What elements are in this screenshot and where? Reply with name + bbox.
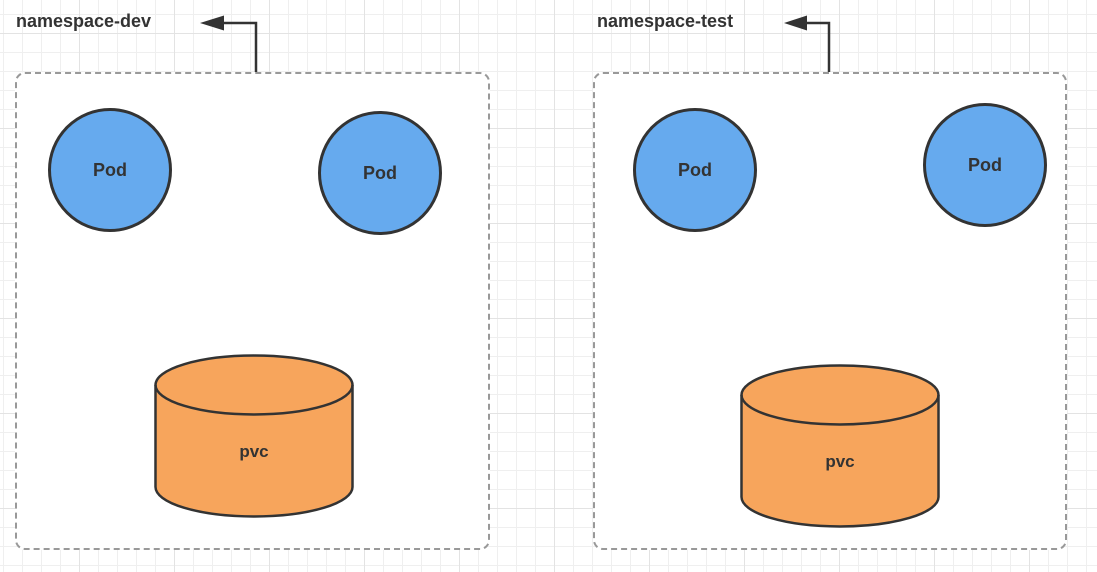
pod-label: Pod xyxy=(93,159,127,180)
cylinder-shape-icon xyxy=(740,364,940,528)
pvc-label: pvc xyxy=(239,442,269,462)
namespace-dev-arrow-connector xyxy=(200,15,258,74)
pod-node: Pod xyxy=(923,103,1047,227)
pvc-cylinder-node: pvc xyxy=(154,354,354,518)
arrow-line xyxy=(223,21,258,74)
namespace-test-arrow-connector xyxy=(784,15,831,74)
arrowhead-left-icon xyxy=(200,15,224,31)
arrowhead-left-icon xyxy=(784,15,807,31)
cylinder-shape-icon xyxy=(154,354,354,518)
pod-label: Pod xyxy=(968,154,1002,175)
pod-node: Pod xyxy=(633,108,757,232)
pvc-cylinder-node: pvc xyxy=(740,364,940,528)
namespace-dev-label: namespace-dev xyxy=(16,11,152,31)
pod-node: Pod xyxy=(318,111,442,235)
pod-label: Pod xyxy=(678,159,712,180)
arrow-line xyxy=(806,21,831,74)
namespace-test-label: namespace-test xyxy=(597,11,734,31)
pvc-label: pvc xyxy=(825,452,855,472)
pod-node: Pod xyxy=(48,108,172,232)
pod-label: Pod xyxy=(363,162,397,183)
